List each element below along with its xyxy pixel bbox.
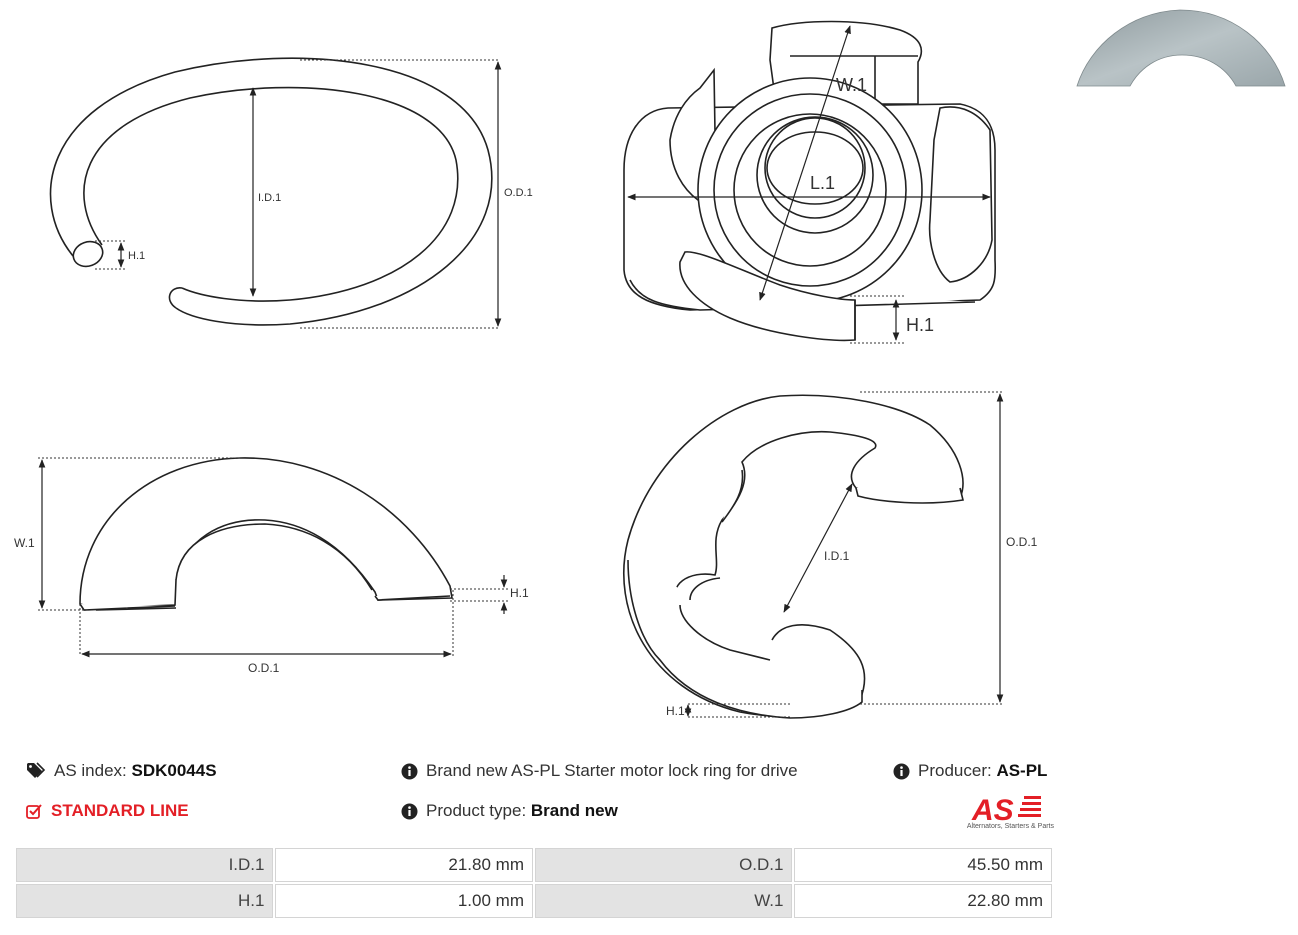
spec-value: 45.50 mm — [794, 848, 1052, 882]
description-text: Brand new AS-PL Starter motor lock ring … — [426, 761, 798, 780]
tag-icon — [27, 762, 46, 778]
technical-drawings: I.D.1 O.D.1 H.1 W.1 L.1 H.1 — [14, 9, 1286, 719]
spec-label: W.1 — [534, 884, 793, 918]
eclip-h-label: H.1 — [666, 704, 685, 718]
half-w-label: W.1 — [14, 536, 35, 550]
info-icon — [893, 763, 910, 779]
assembly-l-label: L.1 — [810, 173, 835, 193]
eclip-id-label: I.D.1 — [824, 549, 850, 563]
spec-table: I.D.1 21.80 mm O.D.1 45.50 mm H.1 1.00 m… — [14, 846, 1054, 920]
spec-label: H.1 — [16, 884, 274, 918]
half-clip-drawing — [79, 457, 453, 611]
table-row: H.1 1.00 mm W.1 22.80 mm — [16, 884, 1052, 918]
e-clip-drawing — [623, 394, 964, 719]
spec-label: I.D.1 — [16, 848, 274, 882]
producer: Producer: AS-PL — [893, 761, 1047, 781]
assembly-w-label: W.1 — [836, 75, 867, 95]
assembly-h-label: H.1 — [906, 315, 934, 335]
info-icon — [401, 803, 418, 819]
as-index-value: SDK0044S — [131, 761, 217, 780]
product-type-label: Product type: — [426, 801, 527, 820]
ring-drawing — [49, 57, 493, 326]
as-index: AS index: SDK0044S — [26, 761, 217, 781]
producer-label: Producer: — [918, 761, 992, 780]
standard-line-label: STANDARD LINE — [51, 801, 189, 820]
table-row: I.D.1 21.80 mm O.D.1 45.50 mm — [16, 848, 1052, 882]
spec-label: O.D.1 — [534, 848, 793, 882]
product-type-value: Brand new — [530, 801, 618, 820]
product-type: Product type: Brand new — [401, 801, 618, 821]
eclip-od-label: O.D.1 — [1006, 535, 1038, 549]
info-icon — [401, 763, 418, 779]
product-line: STANDARD LINE — [26, 801, 189, 821]
logo-tagline: Alternators, Starters & Parts — [966, 823, 1054, 830]
description: Brand new AS-PL Starter motor lock ring … — [401, 761, 798, 781]
spec-value: 1.00 mm — [275, 884, 533, 918]
half-h-label: H.1 — [510, 586, 529, 600]
ring-od-label: O.D.1 — [504, 187, 533, 199]
producer-value: AS-PL — [996, 761, 1048, 780]
spec-value: 21.80 mm — [275, 848, 533, 882]
as-index-label: AS index: — [54, 761, 127, 780]
as-pl-logo: AS — [971, 794, 1041, 827]
logo-mark: AS — [971, 794, 1014, 827]
checkbox-checked-icon — [26, 803, 42, 819]
ring-h-label: H.1 — [128, 250, 145, 262]
half-od-label: O.D.1 — [248, 661, 280, 675]
product-photo — [1076, 9, 1286, 87]
ring-id-label: I.D.1 — [258, 192, 281, 204]
spec-value: 22.80 mm — [794, 884, 1052, 918]
